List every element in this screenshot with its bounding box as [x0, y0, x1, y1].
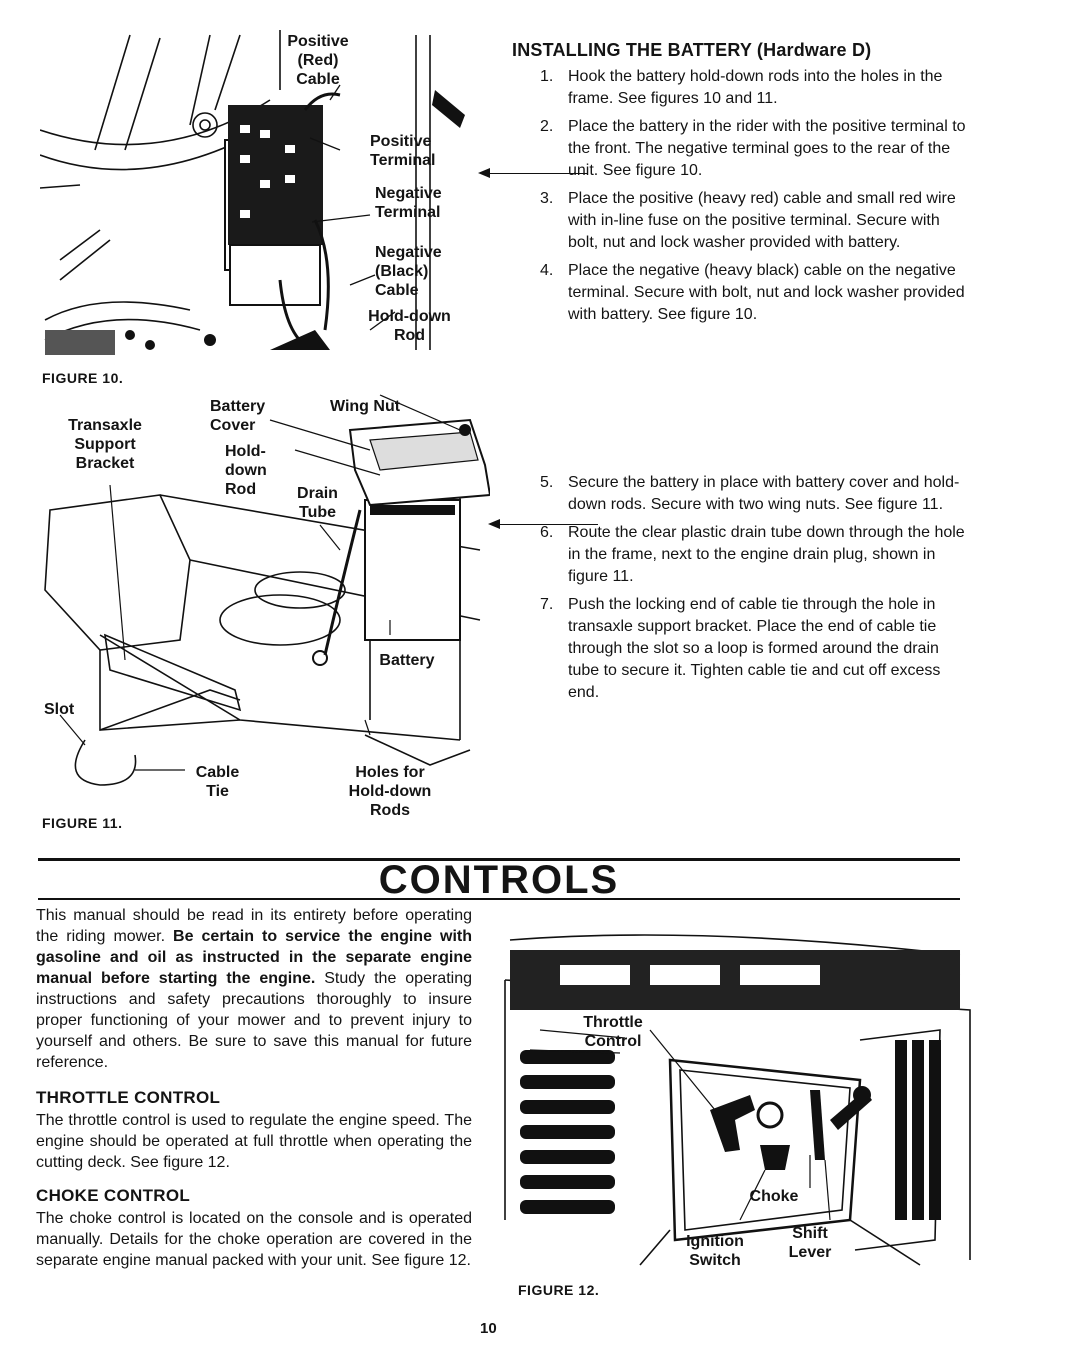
- figure-11-caption: FIGURE 11.: [42, 815, 123, 831]
- step-2: 2.Place the battery in the rider with th…: [540, 118, 966, 179]
- step-6: 6.Route the clear plastic drain tube dow…: [540, 524, 965, 585]
- choke-control-title: CHOKE CONTROL: [36, 1186, 191, 1205]
- arrow-to-figure-10: [488, 173, 588, 174]
- label-negative-terminal: Negative Terminal: [375, 185, 442, 221]
- arrow-head-figure-10: [478, 168, 490, 178]
- label-positive-red-cable: Positive (Red) Cable: [287, 33, 349, 88]
- arrow-to-figure-11: [498, 524, 598, 525]
- step-5: 5.Secure the battery in place with batte…: [540, 474, 960, 513]
- label-shift-lever: Shift Lever: [788, 1225, 832, 1261]
- step-7: 7.Push the locking end of cable tie thro…: [540, 596, 941, 701]
- label-cable-tie: Cable Tie: [195, 764, 240, 800]
- figure-11-illustration: [44, 394, 490, 786]
- controls-intro: This manual should be read in its entire…: [36, 907, 472, 1071]
- label-transaxle-support-bracket: Transaxle Support Bracket: [68, 417, 142, 472]
- label-negative-black-cable: Negative (Black) Cable: [375, 244, 442, 299]
- label-slot: Slot: [44, 701, 75, 718]
- label-wing-nut: Wing Nut: [330, 398, 401, 415]
- figure-12-illustration: [504, 934, 971, 1266]
- controls-rule-bottom: [38, 898, 960, 900]
- page-number: 10: [480, 1320, 497, 1337]
- label-battery-cover: Battery Cover: [210, 398, 266, 434]
- label-hold-down-rod-fig11: Hold- down Rod: [225, 443, 267, 498]
- label-choke: Choke: [749, 1188, 799, 1205]
- throttle-control-text: The throttle control is used to regulate…: [36, 1112, 472, 1171]
- label-ignition-switch: Ignition Switch: [686, 1233, 744, 1269]
- step-1: 1.Hook the battery hold-down rods into t…: [540, 68, 943, 107]
- figure-10-illustration: [40, 30, 465, 355]
- step-3: 3.Place the positive (heavy red) cable a…: [540, 190, 956, 251]
- label-battery: Battery: [379, 652, 435, 669]
- installing-battery-title: INSTALLING THE BATTERY (Hardware D): [512, 40, 872, 60]
- label-throttle-control: Throttle Control: [583, 1014, 643, 1050]
- installing-steps-top: 1.Hook the battery hold-down rods into t…: [540, 66, 970, 332]
- controls-title: CONTROLS: [378, 858, 620, 902]
- installing-steps-bottom: 5.Secure the battery in place with batte…: [540, 472, 970, 710]
- step-4: 4.Place the negative (heavy black) cable…: [540, 262, 965, 323]
- controls-rule-top: [38, 858, 960, 861]
- label-drain-tube: Drain Tube: [297, 485, 338, 521]
- label-holes-for-hold-down-rods: Holes for Hold-down Rods: [348, 764, 432, 819]
- label-positive-terminal: Positive Terminal: [370, 133, 436, 169]
- throttle-control-title: THROTTLE CONTROL: [36, 1088, 221, 1107]
- choke-control-text: The choke control is located on the cons…: [36, 1210, 472, 1269]
- figure-10-caption: FIGURE 10.: [42, 370, 124, 386]
- figure-12-caption: FIGURE 12.: [518, 1282, 600, 1298]
- arrow-head-figure-11: [488, 519, 500, 529]
- label-hold-down-rod-fig10: Hold-down Rod: [368, 308, 451, 344]
